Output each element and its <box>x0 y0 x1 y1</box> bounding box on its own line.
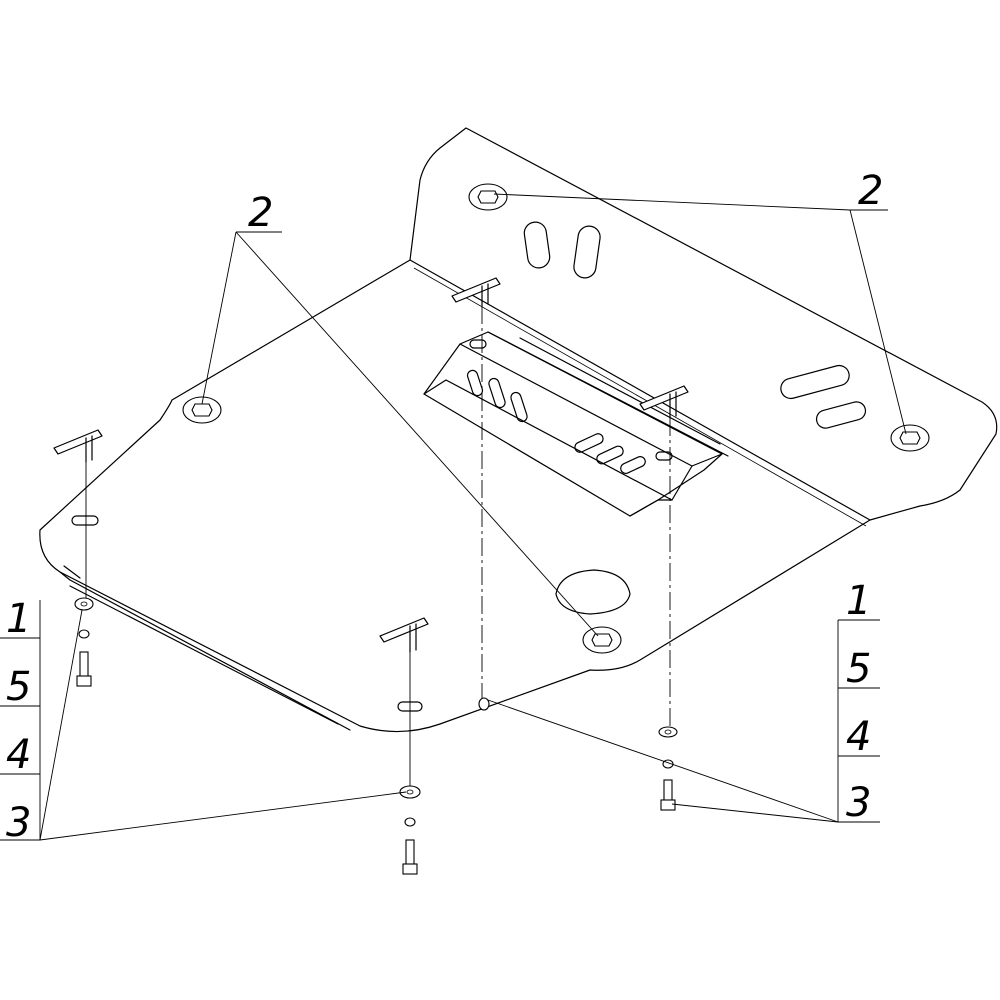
nut-front-right <box>890 424 930 452</box>
left-part-stack <box>0 600 407 841</box>
nut-rear-left <box>182 396 222 424</box>
fastener-stack-center <box>399 785 421 875</box>
right-stack-label-4: 4 <box>846 714 871 760</box>
stiffener-channel <box>423 331 729 517</box>
nut-rear-center <box>582 626 622 654</box>
callout-2-left: 2 <box>248 190 273 236</box>
left-stack-label-5: 5 <box>6 664 31 710</box>
bracket-channel-rear <box>639 385 689 419</box>
right-stack-label-1: 1 <box>846 578 871 624</box>
nut-front-left <box>468 183 508 211</box>
bracket-channel-front <box>451 277 501 307</box>
right-stack-label-5: 5 <box>846 646 871 692</box>
right-part-stack <box>487 619 880 823</box>
bracket-center-rear <box>379 617 429 653</box>
fastener-stack-left <box>74 597 94 687</box>
right-stack-label-3: 3 <box>846 780 871 826</box>
left-stack-label-1: 1 <box>6 596 31 642</box>
left-stack-label-3: 3 <box>6 800 31 846</box>
left-stack-label-4: 4 <box>6 732 31 778</box>
bracket-left <box>53 429 103 463</box>
fastener-stack-right <box>478 697 678 811</box>
callout-2-right: 2 <box>858 168 883 214</box>
